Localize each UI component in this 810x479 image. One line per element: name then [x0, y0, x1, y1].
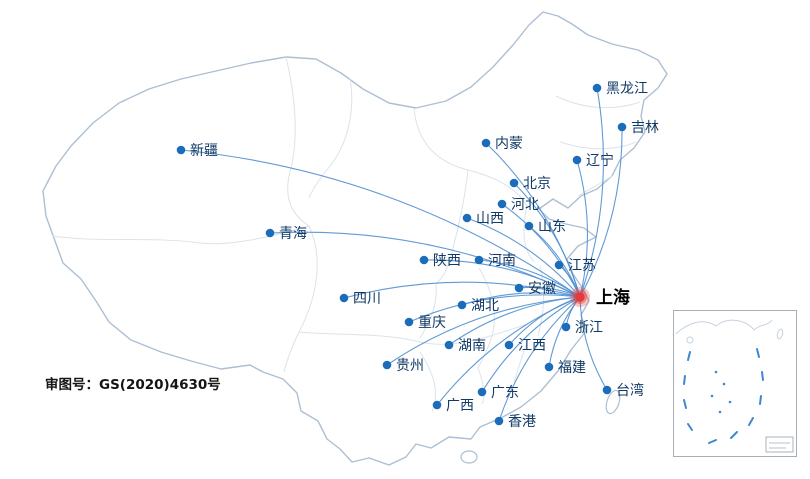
inset-islands — [710, 370, 732, 414]
route-line — [481, 296, 581, 393]
route-line — [408, 294, 581, 323]
province-dots — [176, 83, 627, 426]
inset-frame — [673, 310, 797, 457]
province-label: 香港 — [508, 414, 536, 430]
province-dot[interactable] — [432, 400, 442, 410]
nine-dash-line — [683, 348, 764, 444]
china-border — [42, 11, 668, 466]
province-label: 广东 — [491, 385, 519, 401]
province-label: 福建 — [558, 360, 586, 376]
province-dot[interactable] — [561, 322, 571, 332]
province-dot[interactable] — [481, 138, 491, 148]
taiwan-island — [605, 389, 621, 415]
province-dot[interactable] — [617, 122, 627, 132]
route-line — [466, 217, 581, 298]
shanghai-label: 上海 — [596, 287, 630, 308]
province-label: 湖南 — [458, 338, 486, 354]
province-label: 山东 — [538, 219, 566, 235]
route-line — [498, 296, 581, 422]
route-line — [513, 182, 581, 298]
province-dot[interactable] — [477, 387, 487, 397]
route-line — [518, 286, 581, 298]
province-label: 浙江 — [575, 320, 603, 336]
route-line — [576, 159, 588, 298]
hainan-island — [460, 450, 478, 464]
route-line — [579, 296, 608, 391]
province-label: 新疆 — [190, 143, 218, 159]
province-dot[interactable] — [554, 260, 564, 270]
province-dot[interactable] — [176, 145, 186, 155]
inset-coastline — [675, 319, 773, 335]
inset-hainan — [686, 336, 694, 344]
province-label: 辽宁 — [586, 152, 614, 169]
province-label: 贵州 — [396, 358, 424, 374]
route-line — [180, 149, 581, 298]
province-label: 台湾 — [616, 382, 644, 399]
route-line — [386, 296, 581, 366]
route-line — [423, 259, 581, 298]
inset-legend-box — [765, 436, 794, 453]
province-dot[interactable] — [504, 340, 514, 350]
route-line — [548, 296, 581, 368]
province-label: 青海 — [279, 226, 307, 242]
province-labels: 黑龙江吉林辽宁 内蒙 新疆北京河北山西山东 青海陕西 河南 江苏安徽四川 湖北重庆 浙江湖南 江… — [190, 81, 659, 430]
province-dot[interactable] — [339, 293, 349, 303]
route-line — [579, 126, 623, 298]
province-dot[interactable] — [494, 416, 504, 426]
route-line — [501, 203, 581, 298]
province-label: 陕西 — [433, 253, 461, 269]
province-dot[interactable] — [474, 255, 484, 265]
province-label: 江西 — [518, 338, 546, 354]
province-dot[interactable] — [457, 300, 467, 310]
route-line — [579, 87, 604, 298]
china-outline — [42, 11, 668, 466]
province-dot[interactable] — [514, 283, 524, 293]
inset-taiwan — [776, 328, 784, 340]
province-label: 北京 — [523, 176, 551, 192]
province-dot[interactable] — [404, 317, 414, 327]
map-approval-number: 审图号：GS(2020)4630号 — [45, 377, 221, 393]
shanghai-marker[interactable]: 上海 — [570, 287, 630, 308]
province-dot[interactable] — [265, 228, 275, 238]
province-dot[interactable] — [524, 221, 534, 231]
south-china-sea-inset — [673, 310, 797, 457]
province-dot[interactable] — [462, 213, 472, 223]
province-dot[interactable] — [602, 385, 612, 395]
province-dot[interactable] — [572, 155, 582, 165]
province-label: 吉林 — [631, 120, 659, 136]
route-line — [478, 259, 581, 298]
province-label: 河南 — [488, 253, 516, 269]
province-label: 河北 — [511, 197, 539, 213]
province-label: 广西 — [446, 398, 474, 414]
province-dot[interactable] — [544, 362, 554, 372]
province-label: 山西 — [476, 211, 504, 227]
province-label: 黑龙江 — [606, 81, 648, 97]
province-dot[interactable] — [497, 199, 507, 209]
province-dot[interactable] — [509, 178, 519, 188]
province-label: 湖北 — [471, 298, 499, 314]
province-label: 四川 — [353, 291, 381, 307]
province-dot[interactable] — [419, 255, 429, 265]
origin-dot — [575, 292, 585, 302]
province-dot[interactable] — [444, 340, 454, 350]
province-label: 内蒙 — [495, 136, 523, 152]
province-label: 重庆 — [418, 315, 446, 331]
route-line — [436, 296, 581, 406]
province-dot[interactable] — [382, 360, 392, 370]
route-line — [343, 281, 581, 299]
province-label: 安徽 — [528, 281, 556, 297]
province-label: 江苏 — [568, 258, 596, 274]
province-dot[interactable] — [592, 83, 602, 93]
